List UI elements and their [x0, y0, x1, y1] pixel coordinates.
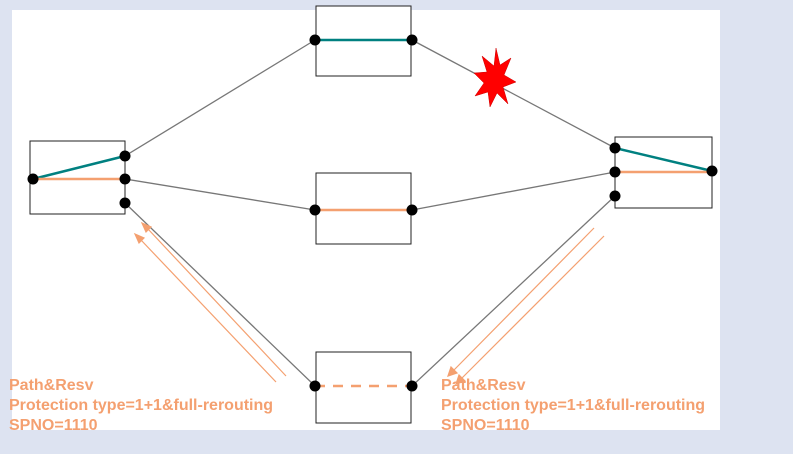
port-ingress-out-1 — [119, 150, 131, 162]
annotation-right: Path&Resv Protection type=1+1&full-rerou… — [441, 376, 705, 436]
port-middle-out — [406, 204, 418, 216]
port-ingress-client — [27, 173, 39, 185]
port-bottom-in — [309, 380, 321, 392]
arrow-right-inner-head — [455, 373, 467, 385]
port-ingress-out-2 — [119, 173, 131, 185]
arrow-right-inner — [461, 235, 605, 379]
annotation-left-message: Path&Resv — [9, 377, 94, 394]
link-top-to-right — [411, 39, 616, 149]
ports — [27, 34, 718, 392]
annotation-right-spno: SPNO=1110 — [441, 417, 530, 434]
port-top-out — [406, 34, 418, 46]
arrow-right-outer — [453, 227, 595, 371]
signal-arrows-right — [447, 227, 605, 385]
link-failure-burst-icon — [473, 47, 517, 108]
node-transit-middle — [315, 172, 412, 245]
annotation-left-spno: SPNO=1110 — [9, 417, 98, 434]
working-path-ingress — [32, 154, 126, 181]
protection-path — [33, 170, 712, 388]
arrow-left-inner — [140, 239, 277, 383]
link-middle-to-right — [411, 171, 616, 211]
node-ingress — [29, 140, 126, 215]
port-egress-in-2 — [609, 166, 621, 178]
port-bottom-out — [406, 380, 418, 392]
link-bottom-to-right — [411, 195, 616, 387]
annotation-right-protection-type: Protection type=1+1&full-rerouting — [441, 397, 706, 414]
link-left-to-top — [124, 39, 316, 157]
arrow-right-outer-head — [447, 365, 459, 377]
port-top-in — [309, 34, 321, 46]
node-transit-bottom — [315, 351, 412, 424]
port-egress-client — [706, 165, 718, 177]
links — [124, 39, 616, 387]
port-egress-in-1 — [609, 142, 621, 154]
link-left-to-bottom — [124, 202, 316, 387]
annotation-left: Path&Resv Protection type=1+1&full-rerou… — [9, 376, 273, 436]
arrow-left-outer-head — [140, 221, 153, 234]
annotation-left-protection-type: Protection type=1+1&full-rerouting — [9, 397, 274, 414]
arrow-left-inner-head — [133, 232, 146, 245]
annotation-right-message: Path&Resv — [441, 377, 526, 394]
arrow-left-outer — [147, 228, 287, 377]
working-path-egress — [614, 146, 713, 173]
port-ingress-out-3 — [119, 197, 131, 209]
signal-arrows-left — [133, 221, 287, 383]
working-path — [32, 38, 713, 181]
port-middle-in — [309, 204, 321, 216]
link-left-to-middle — [124, 178, 316, 211]
port-egress-in-3 — [609, 190, 621, 202]
